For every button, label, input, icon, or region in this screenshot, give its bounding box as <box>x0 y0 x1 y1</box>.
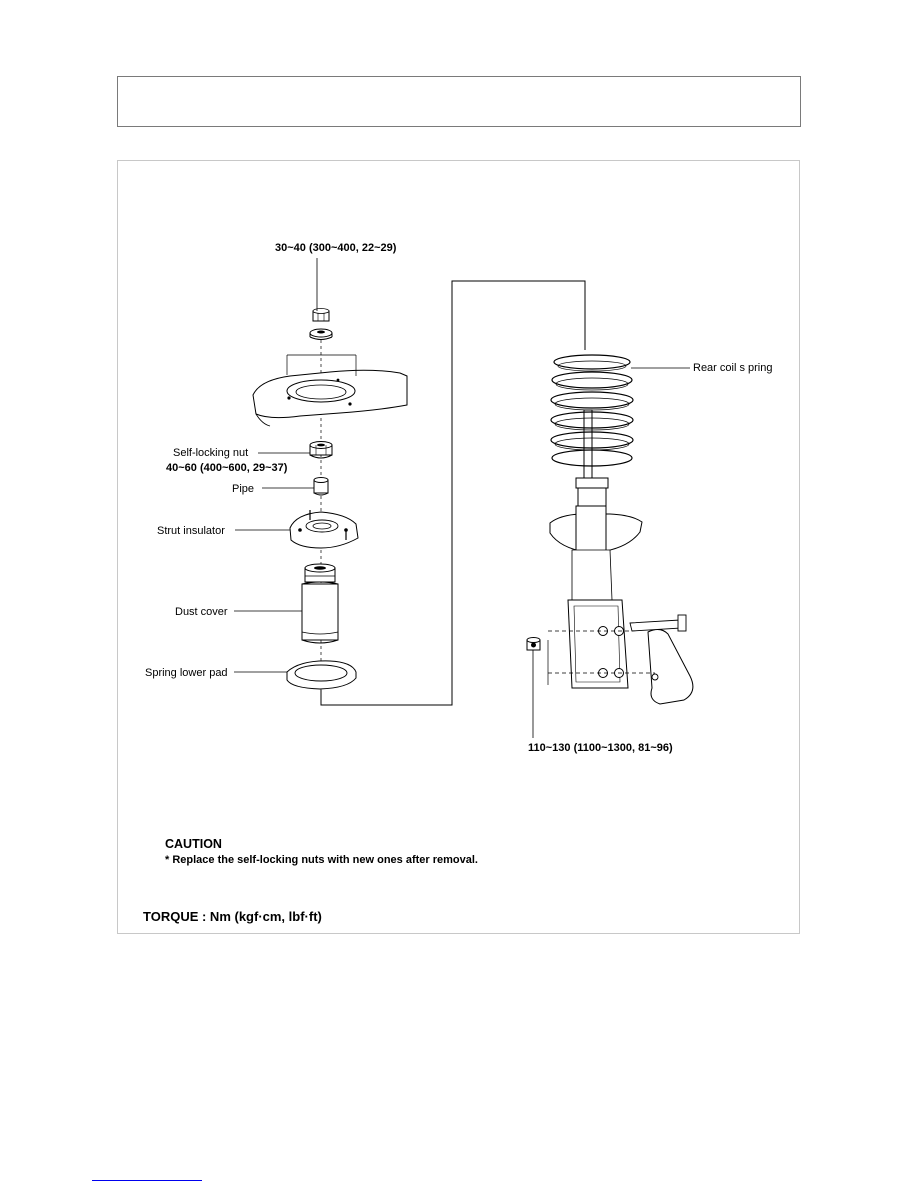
header-box <box>117 76 801 127</box>
rear-coil-spring-label: Rear coil s pring <box>693 362 772 374</box>
pipe-part <box>313 477 329 496</box>
self-locking-nut-part <box>309 441 333 459</box>
body-panel-part <box>252 354 408 427</box>
figure-frame <box>117 160 800 934</box>
washer-part <box>309 328 333 340</box>
lower-bolt-torque-label: 110~130 (1100~1300, 81~96) <box>528 742 673 754</box>
strut-insulator-part <box>289 510 359 549</box>
caution-title: CAUTION <box>165 837 222 851</box>
strut-assembly-part <box>526 354 694 705</box>
footer-link[interactable] <box>92 1180 202 1181</box>
top-nut-torque-label: 30~40 (300~400, 22~29) <box>275 242 397 254</box>
spring-lower-pad-part <box>286 660 357 690</box>
connector-line <box>320 280 586 706</box>
self-locking-nut-torque-label: 40~60 (400~600, 29~37) <box>166 462 288 474</box>
top-nut-part <box>312 308 330 322</box>
self-locking-nut-label: Self-locking nut <box>173 447 248 459</box>
dust-cover-label: Dust cover <box>175 606 228 618</box>
caution-text: * Replace the self-locking nuts with new… <box>165 854 478 866</box>
torque-unit-label: TORQUE : Nm (kgf·cm, lbf·ft) <box>143 909 322 924</box>
strut-insulator-label: Strut insulator <box>157 525 225 537</box>
pipe-label: Pipe <box>232 483 254 495</box>
dust-cover-part <box>301 563 339 644</box>
spring-lower-pad-label: Spring lower pad <box>145 667 228 679</box>
